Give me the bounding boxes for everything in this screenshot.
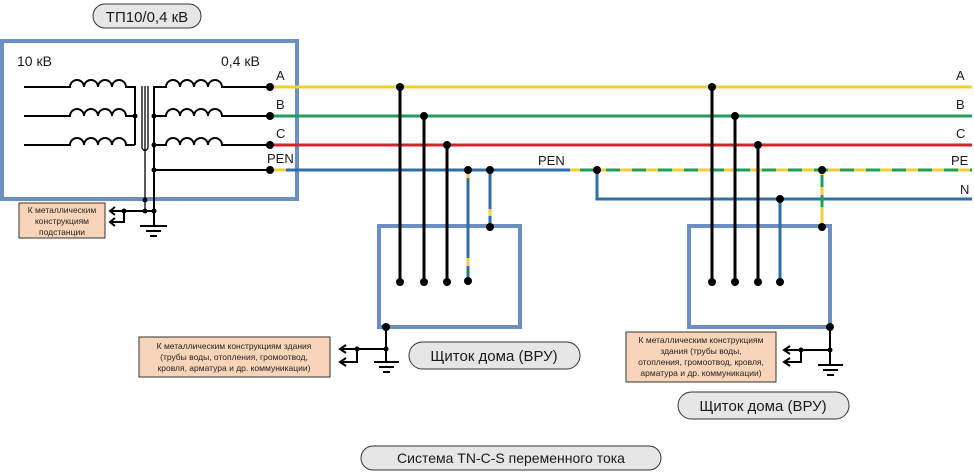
svg-text:К металлическим конструкциям з: К металлическим конструкциям здания <box>157 341 312 351</box>
caption-text: Система TN-C-S переменного тока <box>397 450 625 466</box>
terminal-label-pen: PEN <box>267 151 294 166</box>
svg-text:здания (трубы воды,: здания (трубы воды, <box>660 346 741 356</box>
house1-note: К металлическим конструкциям здания (тру… <box>138 336 331 378</box>
svg-text:арматура и др. коммуникации): арматура и др. коммуникации) <box>640 368 761 378</box>
svg-text:Щиток дома (ВРУ): Щиток дома (ВРУ) <box>430 348 557 365</box>
substation-title: ТП10/0,4 кВ <box>106 9 188 26</box>
house2-ground <box>782 327 843 376</box>
mid-pen-label: PEN <box>538 153 565 168</box>
primary-windings <box>24 79 136 146</box>
right-label-pe: PE <box>951 153 969 168</box>
house1-panel-frame <box>377 224 522 329</box>
right-label-n: N <box>960 182 969 197</box>
house1-pill: Щиток дома (ВРУ) <box>408 341 581 370</box>
svg-text:конструкциям: конструкциям <box>35 216 89 226</box>
terminal-label-b: B <box>276 97 285 112</box>
svg-text:Щиток дома (ВРУ): Щиток дома (ВРУ) <box>699 398 826 415</box>
substation-frame <box>0 39 299 201</box>
svg-text:кровля, арматура и др. коммуни: кровля, арматура и др. коммуникации) <box>158 363 311 373</box>
svg-text:(трубы воды, отопления, громоо: (трубы воды, отопления, громоотвод, <box>160 352 308 362</box>
lv-voltage-label: 0,4 кВ <box>221 53 260 69</box>
svg-text:подстанции: подстанции <box>39 227 85 237</box>
transformer-core <box>141 86 149 211</box>
svg-text:отопления, громоотвод, кровля,: отопления, громоотвод, кровля, <box>638 357 764 367</box>
substation-note: К металлическим конструкциям подстанции <box>18 202 106 239</box>
house2-note: К металлическим конструкциям здания (тру… <box>625 331 777 383</box>
terminal-label-a: A <box>276 68 285 83</box>
caption-pill: Система TN-C-S переменного тока <box>360 445 662 471</box>
phase-lines <box>270 85 972 201</box>
substation-ground <box>108 206 167 237</box>
right-label-b: B <box>956 97 965 112</box>
house1-ground <box>338 327 399 373</box>
right-label-c: C <box>956 126 965 141</box>
terminal-label-c: C <box>276 126 285 141</box>
right-label-a: A <box>956 68 965 83</box>
house1-wiring <box>398 87 492 282</box>
substation-title-pill: ТП10/0,4 кВ <box>92 3 202 29</box>
house2-wiring <box>710 87 824 282</box>
line-n <box>595 170 972 201</box>
svg-text:К металлическим конструкциям: К металлическим конструкциям <box>639 335 764 345</box>
hv-voltage-label: 10 кВ <box>17 53 52 69</box>
svg-text:К металлическим: К металлическим <box>28 205 97 215</box>
secondary-windings <box>153 79 270 211</box>
house2-pill: Щиток дома (ВРУ) <box>677 391 850 420</box>
